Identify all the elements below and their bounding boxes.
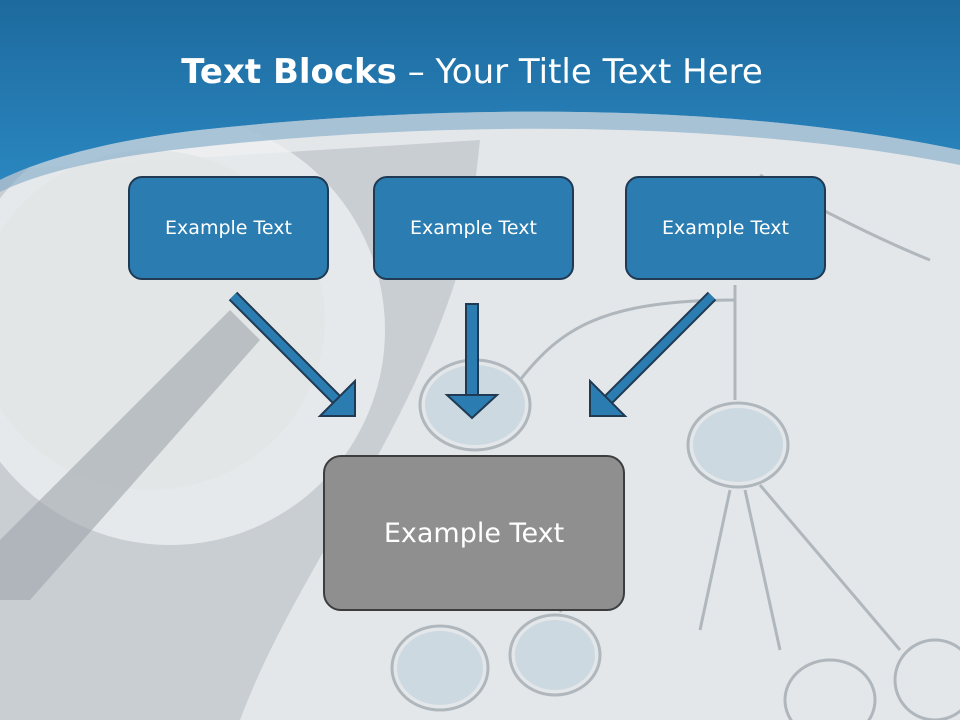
- main-text-block-label: Example Text: [383, 517, 565, 549]
- arrow-right: [589, 291, 717, 417]
- text-block-3: Example Text: [625, 176, 826, 280]
- title-bold-text: Text Blocks: [181, 52, 397, 92]
- text-block-2: Example Text: [373, 176, 574, 280]
- text-block-2-label: Example Text: [410, 217, 537, 239]
- arrow-left: [228, 291, 356, 417]
- text-block-3-label: Example Text: [662, 217, 789, 239]
- title-dash: –: [396, 52, 436, 92]
- title-rest-text: Your Title Text Here: [435, 52, 763, 92]
- text-block-1-label: Example Text: [165, 217, 292, 239]
- text-block-1: Example Text: [128, 176, 329, 280]
- arrow-center: [444, 303, 500, 420]
- main-text-block: Example Text: [323, 455, 625, 611]
- slide-title: Text Blocks – Your Title Text Here: [0, 52, 944, 92]
